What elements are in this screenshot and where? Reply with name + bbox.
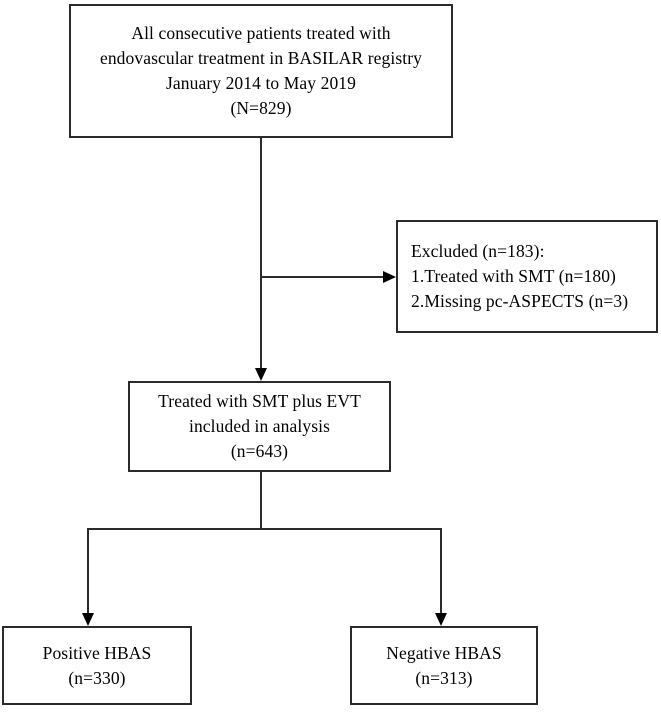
- arrowhead-to-included: [255, 368, 267, 381]
- enrollment-line-3: January 2014 to May 2019: [165, 73, 356, 93]
- excluded-reason-1: 1.Treated with SMT (n=180): [411, 266, 616, 287]
- connector-to-positive: [87, 528, 89, 613]
- positive-label: Positive HBAS: [42, 642, 152, 663]
- connector-included-stem: [260, 472, 262, 530]
- included-line-1: Treated with SMT plus EVT: [158, 391, 361, 412]
- arrowhead-to-positive: [82, 613, 94, 626]
- connector-to-negative: [440, 528, 442, 613]
- enrollment-line-2: endovascular treatment in BASILAR regist…: [99, 48, 423, 69]
- positive-count: (n=330): [68, 667, 126, 688]
- enrollment-count: (N=829): [230, 97, 292, 118]
- excluded-reason-2: 2.Missing pc-ASPECTS (n=3): [411, 290, 629, 311]
- arrowhead-to-negative: [435, 613, 447, 626]
- node-negative-hbas: Negative HBAS (n=313): [350, 626, 538, 705]
- included-line-2: included in analysis: [188, 416, 330, 437]
- node-enrollment: All consecutive patients treated with en…: [69, 4, 453, 138]
- negative-label: Negative HBAS: [386, 642, 502, 663]
- node-included-in-analysis: Treated with SMT plus EVT included in an…: [128, 381, 391, 472]
- connector-enrollment-to-included: [260, 138, 262, 368]
- node-excluded: Excluded (n=183): 1.Treated with SMT (n=…: [396, 220, 658, 333]
- excluded-heading: Excluded (n=183):: [411, 241, 545, 262]
- included-count: (n=643): [230, 440, 289, 461]
- enrollment-line-1: All consecutive patients treated with: [131, 23, 391, 44]
- connector-split-bar: [87, 528, 442, 530]
- node-positive-hbas: Positive HBAS (n=330): [2, 626, 192, 705]
- arrowhead-to-excluded: [383, 271, 396, 283]
- negative-count: (n=313): [415, 667, 473, 688]
- connector-to-excluded: [260, 276, 383, 278]
